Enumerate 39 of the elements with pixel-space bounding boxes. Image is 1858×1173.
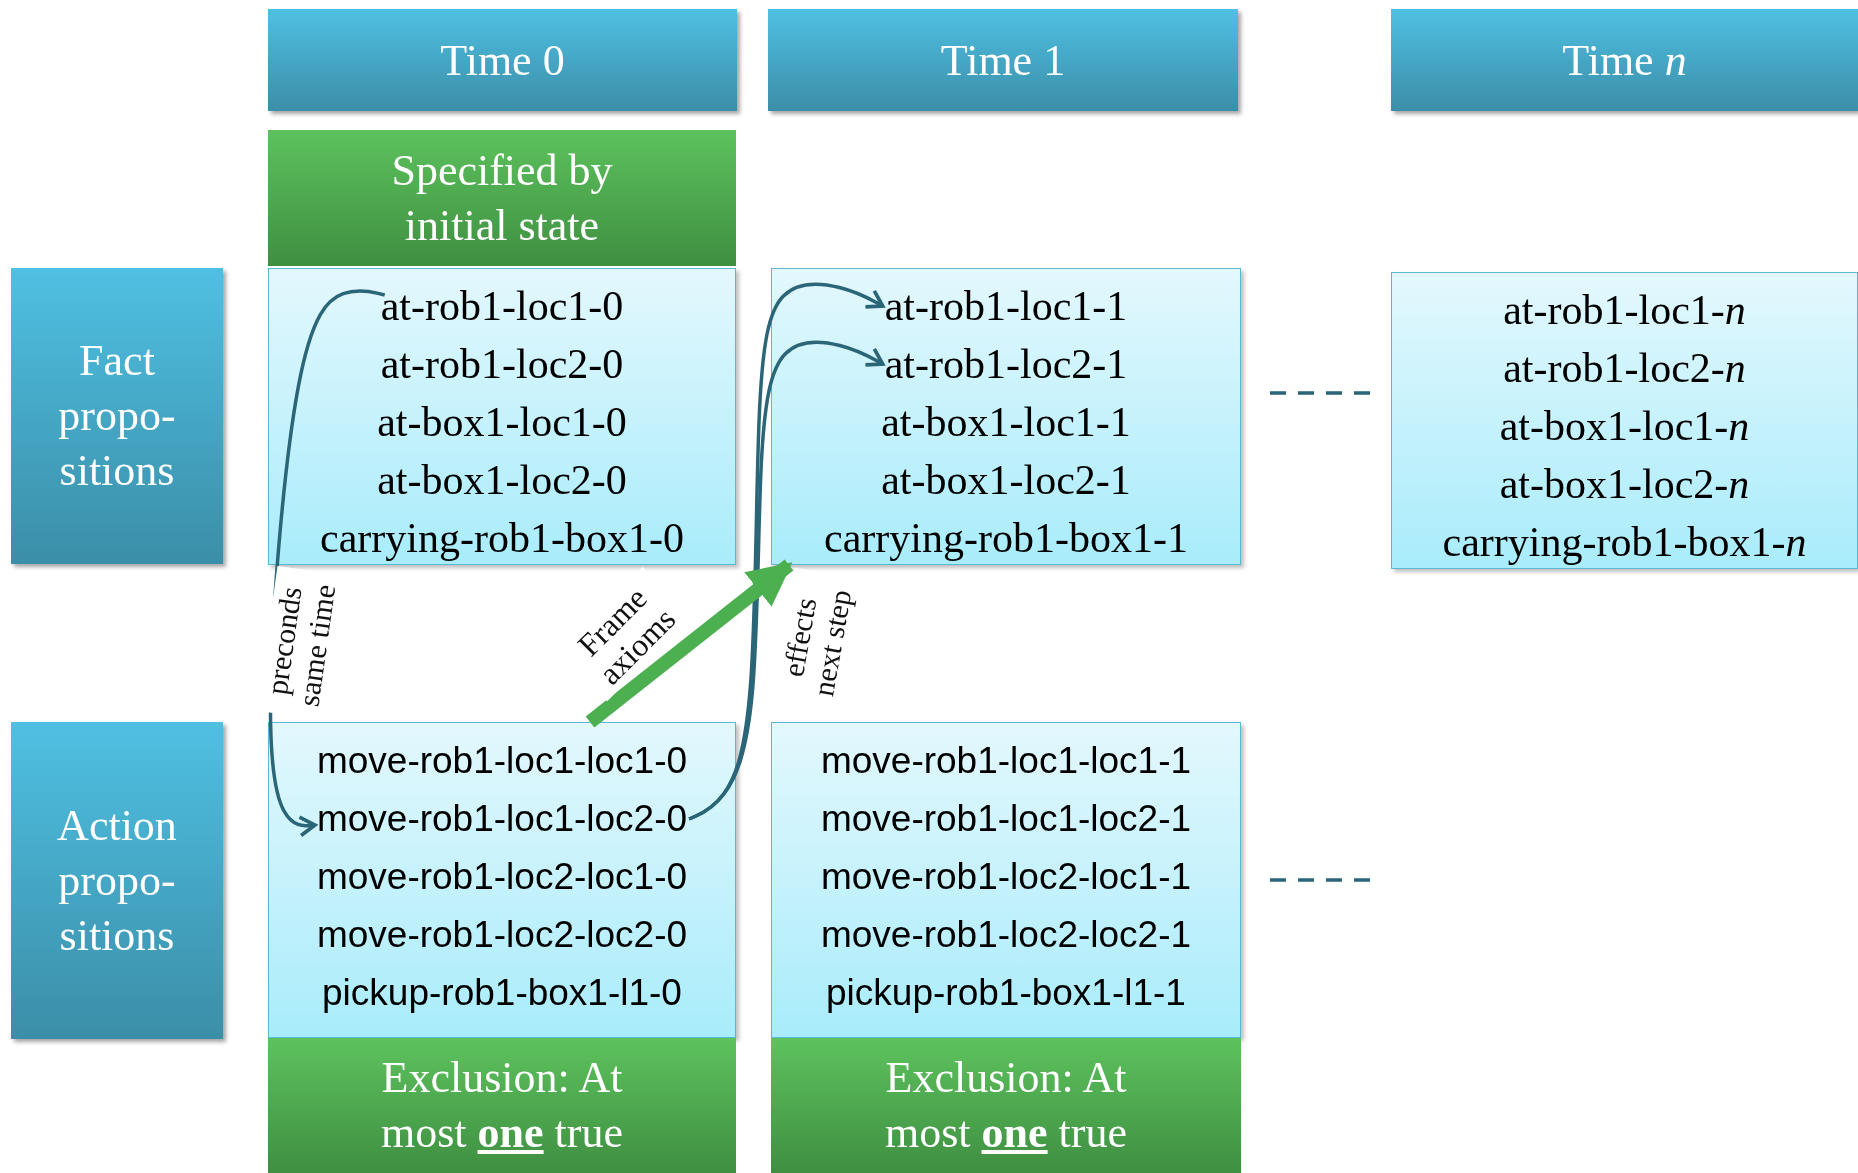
proposition-text: move-rob1-loc1-loc2-1	[820, 790, 1192, 848]
proposition-panel	[771, 268, 1241, 565]
proposition-text: at-box1-loc2-1	[881, 451, 1131, 509]
row-header: Action propo- sitions	[11, 722, 223, 1039]
column-header: Time 1	[768, 9, 1238, 111]
proposition-text: carrying-rob1-box1-n	[1442, 513, 1807, 571]
proposition-text: move-rob1-loc1-loc2-0	[316, 790, 688, 848]
proposition-text: at-rob1-loc1-0	[380, 277, 624, 335]
proposition-text: move-rob1-loc2-loc2-0	[316, 906, 688, 964]
thick-arrow	[585, 559, 794, 728]
proposition-panel	[1391, 272, 1858, 569]
proposition-text: at-box1-loc1-n	[1499, 397, 1750, 455]
proposition-text: at-box1-loc1-0	[377, 393, 627, 451]
proposition-text: at-rob1-loc2-1	[884, 335, 1128, 393]
proposition-panel	[268, 268, 736, 565]
proposition-text: at-rob1-loc2-n	[1503, 339, 1746, 397]
proposition-text: at-box1-loc1-1	[881, 393, 1131, 451]
proposition-text: move-rob1-loc1-loc1-1	[820, 732, 1192, 790]
proposition-text: at-box1-loc2-0	[377, 451, 627, 509]
proposition-text: at-rob1-loc2-0	[380, 335, 624, 393]
proposition-text: move-rob1-loc1-loc1-0	[316, 732, 688, 790]
banner-box: Specified by initial state	[268, 130, 736, 266]
row-header: Fact propo- sitions	[11, 268, 223, 564]
proposition-text: move-rob1-loc2-loc1-0	[316, 848, 688, 906]
proposition-panel	[771, 722, 1241, 1038]
banner-box: Exclusion: At most one true	[771, 1038, 1241, 1173]
proposition-text: carrying-rob1-box1-1	[824, 509, 1188, 567]
column-header: Time n	[1391, 9, 1858, 111]
proposition-text: carrying-rob1-box1-0	[320, 509, 684, 567]
proposition-text: pickup-rob1-box1-l1-1	[826, 964, 1186, 1022]
proposition-text: move-rob1-loc2-loc1-1	[820, 848, 1192, 906]
proposition-panel	[268, 722, 736, 1038]
column-header: Time 0	[268, 9, 737, 111]
proposition-text: at-rob1-loc1-1	[884, 277, 1128, 335]
proposition-text: move-rob1-loc2-loc2-1	[820, 906, 1192, 964]
proposition-text: pickup-rob1-box1-l1-0	[322, 964, 682, 1022]
banner-box: Exclusion: At most one true	[268, 1038, 736, 1173]
proposition-text: at-box1-loc2-n	[1499, 455, 1750, 513]
proposition-text: at-rob1-loc1-n	[1503, 281, 1746, 339]
